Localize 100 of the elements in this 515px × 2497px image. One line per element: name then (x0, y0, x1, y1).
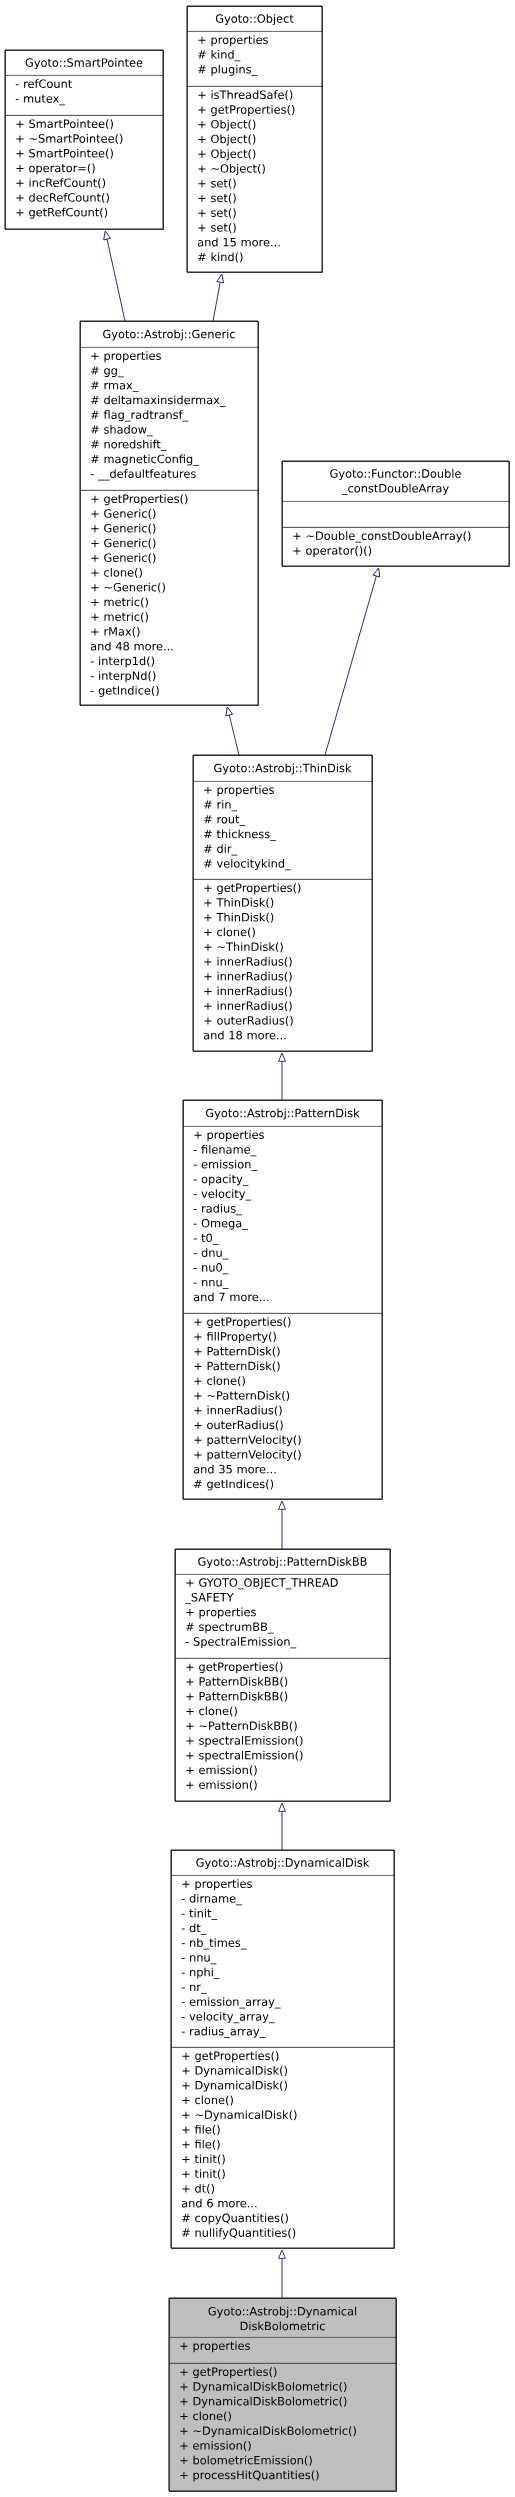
member-text: - nphi_ (181, 1967, 220, 1979)
member-text: - __defaultfeatures (90, 469, 196, 481)
member-text: + getRefCount() (16, 207, 108, 219)
member-text: + getProperties() (198, 104, 295, 116)
class-name: Gyoto::Astrobj::PatternDisk (206, 1108, 360, 1120)
member-text: + PatternDiskBB() (186, 1691, 288, 1702)
member-text: + properties (186, 1607, 256, 1619)
class-name: Gyoto::Astrobj::DynamicalDisk (196, 1858, 370, 1869)
inheritance-arrow (278, 2249, 286, 2299)
compartment-box (175, 1574, 391, 1659)
member-text: # gg_ (91, 366, 124, 378)
member-text: - velocity_array_ (181, 2011, 275, 2024)
member-text: + properties (180, 2341, 250, 2353)
compartment-box (193, 781, 373, 880)
compartment-box (171, 1875, 395, 2048)
member-text: + PatternDiskBB() (186, 1676, 288, 1688)
member-text: + getProperties() (204, 883, 301, 895)
member-text: + clone() (91, 567, 142, 579)
member-text: + rMax() (91, 626, 140, 638)
member-text: + file() (182, 2139, 220, 2150)
inheritance-arrow (278, 1500, 286, 1550)
member-text: + DynamicalDisk() (182, 2065, 287, 2077)
compartment-box (193, 879, 373, 1052)
member-text: - nu0_ (193, 1263, 229, 1275)
member-text: - interpNd() (90, 671, 156, 683)
member-text: # dir_ (204, 844, 238, 856)
member-text: + set() (198, 178, 236, 189)
member-text: - interp1d() (90, 656, 155, 668)
class-name: Gyoto::Astrobj::PatternDiskBB (198, 1557, 367, 1568)
member-text: # rout_ (204, 815, 246, 826)
compartment-box (183, 1126, 383, 1314)
member-text: + ~SmartPointee() (16, 133, 123, 145)
member-text: + processHitQuantities() (180, 2470, 319, 2482)
member-text: - dnu_ (193, 1248, 229, 1260)
member-text: + DynamicalDisk() (182, 2080, 287, 2092)
member-text: + Generic() (91, 508, 156, 520)
member-text: and 6 more... (181, 2198, 257, 2208)
compartment-box (5, 75, 164, 116)
member-text: + patternVelocity() (194, 1435, 301, 1447)
member-text: + spectralEmission() (186, 1750, 303, 1762)
member-text: + tinit() (182, 2154, 225, 2165)
member-text: + properties (198, 35, 268, 47)
member-text: + ThinDisk() (204, 912, 274, 923)
member-text: + getProperties() (182, 2051, 279, 2063)
member-text: - dt_ (181, 1923, 207, 1935)
member-text: - t0_ (193, 1233, 219, 1245)
member-text: + tinit() (182, 2169, 225, 2180)
member-text: + PatternDisk() (194, 1361, 280, 1372)
member-text: + clone() (194, 1376, 245, 1387)
inheritance-arrow (278, 1052, 286, 1101)
member-text: + getProperties() (186, 1662, 283, 1674)
member-text: + outerRadius() (194, 1420, 283, 1431)
member-text: + ~PatternDiskBB() (186, 1721, 297, 1732)
member-text: - nnu_ (193, 1279, 229, 1289)
inheritance-arrow (103, 230, 126, 322)
member-text: - SpectralEmission_ (185, 1637, 297, 1649)
member-text: and 35 more... (193, 1464, 276, 1474)
member-text: + clone() (180, 2411, 231, 2422)
member-text: + ~Double_constDoubleArray() (293, 531, 471, 543)
compartment-box (183, 1313, 383, 1500)
member-text: + properties (91, 351, 161, 363)
member-text: + ~Object() (198, 163, 265, 175)
member-text: + Object() (198, 134, 256, 146)
compartment-box (80, 347, 259, 491)
member-text: # rmax_ (91, 381, 139, 392)
member-text: + incRefCount() (16, 178, 106, 189)
class-name: Gyoto::Object (215, 14, 294, 25)
member-text: - opacity_ (193, 1174, 249, 1186)
member-text: - emission_ (193, 1159, 258, 1171)
member-text: + file() (182, 2124, 220, 2136)
member-text: + SmartPointee() (16, 148, 113, 159)
member-text: # velocitykind_ (204, 858, 291, 871)
member-text: + properties (204, 785, 274, 797)
member-text: + getProperties() (91, 494, 188, 506)
member-text: + innerRadius() (204, 956, 292, 968)
member-text: # rin_ (204, 799, 238, 812)
member-text: + innerRadius() (204, 986, 292, 997)
member-text: + properties (182, 1879, 252, 1891)
member-text: + patternVelocity() (194, 1449, 301, 1461)
member-text: + dt() (182, 2183, 215, 2195)
member-text: and 48 more... (90, 641, 173, 651)
member-text: # magneticConfig_ (91, 454, 199, 466)
member-text: - refCount (15, 79, 72, 88)
class-name: Gyoto::SmartPointee (25, 58, 143, 69)
member-text: + Generic() (91, 538, 156, 549)
member-text: + set() (198, 222, 236, 234)
compartment-box (80, 490, 259, 706)
member-text: + isThreadSafe() (198, 90, 293, 101)
member-text: - getIndice() (90, 685, 159, 697)
inheritance-arrow (278, 1802, 286, 1851)
member-text: + SmartPointee() (16, 119, 113, 130)
compartment-box (175, 1658, 391, 1802)
member-text: + properties (194, 1130, 264, 1142)
member-text: # thickness_ (204, 829, 276, 841)
member-text: + decRefCount() (16, 192, 109, 204)
compartment-box (169, 2337, 397, 2364)
member-text: + spectralEmission() (186, 1735, 303, 1747)
member-text: + set() (198, 208, 236, 219)
compartment-box (282, 501, 510, 528)
member-text: + operator()() (293, 545, 372, 557)
